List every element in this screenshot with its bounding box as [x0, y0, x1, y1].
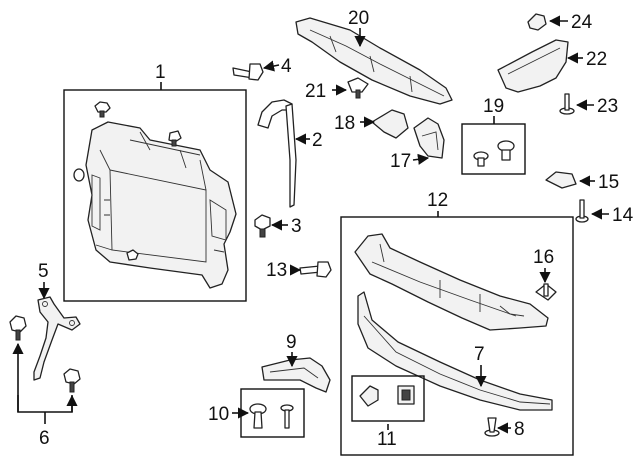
push-pin-8: [484, 417, 500, 437]
deflector-group: 9: [261, 332, 331, 393]
clip-24-group: 24: [527, 12, 593, 33]
callout-20: 20: [348, 8, 369, 29]
nut-group: 3: [254, 214, 302, 238]
fastener-set-10-box: [240, 388, 305, 438]
stud-23-group: 23: [559, 93, 618, 117]
push-pin-21-group: 21: [305, 77, 369, 102]
callout-7: 7: [474, 344, 485, 365]
upper-shield-group: 20: [295, 8, 453, 105]
bolt-4-group: 4: [232, 56, 292, 81]
radiator-support-fastener-top: [94, 101, 111, 118]
callout-6-bracket-line: [17, 395, 73, 413]
radiator-support-box: [63, 89, 247, 302]
callout-14: 14: [612, 205, 634, 226]
fastener-set-11-group: 11: [351, 375, 425, 450]
cover-22-group: 22: [497, 39, 607, 93]
callout-6: 6: [39, 428, 50, 449]
callout-3: 3: [291, 216, 302, 237]
deflector-part: [261, 357, 331, 393]
push-clip-19-left: [473, 151, 489, 167]
callout-21: 21: [305, 81, 326, 102]
push-pin-retainer: [249, 403, 267, 429]
radiator-support-part: [85, 121, 237, 289]
bracket-17-part: [413, 117, 445, 159]
callout-2: 2: [312, 130, 323, 151]
seal-strip-body: [285, 103, 297, 208]
callout-17: 17: [390, 151, 411, 172]
radiator-support-fastener-right: [168, 130, 182, 147]
fastener-set-19-group: 19: [461, 96, 526, 175]
callout-15: 15: [598, 172, 619, 193]
radiator-support-fastener-bottom: [126, 249, 139, 261]
callout-23: 23: [597, 96, 618, 117]
bolt-4-head: [248, 63, 264, 81]
callout-9: 9: [286, 332, 297, 353]
screw-retainer: [280, 404, 294, 429]
callout-22: 22: [586, 49, 607, 70]
bracket-part: [33, 296, 81, 381]
bracket-bolt-left: [9, 315, 27, 341]
callout-16: 16: [533, 247, 554, 268]
stud-14-group: 14: [575, 199, 634, 226]
nut-part: [254, 214, 271, 231]
bolt-13-group: 13: [266, 260, 332, 281]
absorber-assembly-box: [340, 216, 574, 456]
callout-4: 4: [281, 56, 292, 77]
cover-22-part: [497, 39, 569, 93]
callout-5: 5: [38, 261, 49, 282]
clip-24-part: [527, 13, 547, 31]
push-clip-16: [535, 283, 557, 301]
callout-18: 18: [334, 113, 355, 134]
callout-1: 1: [155, 62, 166, 83]
clip-15-group: 15: [545, 171, 619, 193]
radiator-support-group: 1: [63, 62, 247, 302]
clip-11-left: [359, 385, 379, 407]
callout-12: 12: [427, 190, 448, 211]
push-clip-19-right: [497, 140, 515, 161]
callout-13: 13: [266, 260, 287, 281]
bracket-17-group: 17: [390, 117, 445, 172]
bolt-13-head: [316, 261, 332, 278]
lower-valance-part: [357, 291, 553, 411]
callout-8: 8: [514, 419, 525, 440]
fastener-set-10-group: 10: [208, 388, 305, 438]
seal-strip-group: 2: [257, 99, 323, 208]
clip-15-part: [545, 171, 577, 189]
push-pin-21-head: [347, 77, 369, 93]
bracket-18-group: 18: [334, 109, 409, 139]
callout-24: 24: [571, 12, 593, 33]
absorber-assembly-group: 12 16 7 11 8: [340, 190, 574, 456]
bracket-bolt-right: [63, 368, 81, 393]
fastener-set-19-box: [461, 123, 526, 175]
bracket-18-part: [371, 109, 409, 139]
fastener-set-11-box: [351, 375, 425, 422]
radiator-support-grommet: [73, 168, 85, 182]
callout-10: 10: [208, 404, 229, 425]
callout-11: 11: [377, 429, 397, 450]
energy-absorber-part: [354, 233, 549, 331]
bracket-group: 5 6: [9, 261, 81, 449]
callout-19: 19: [483, 96, 504, 117]
